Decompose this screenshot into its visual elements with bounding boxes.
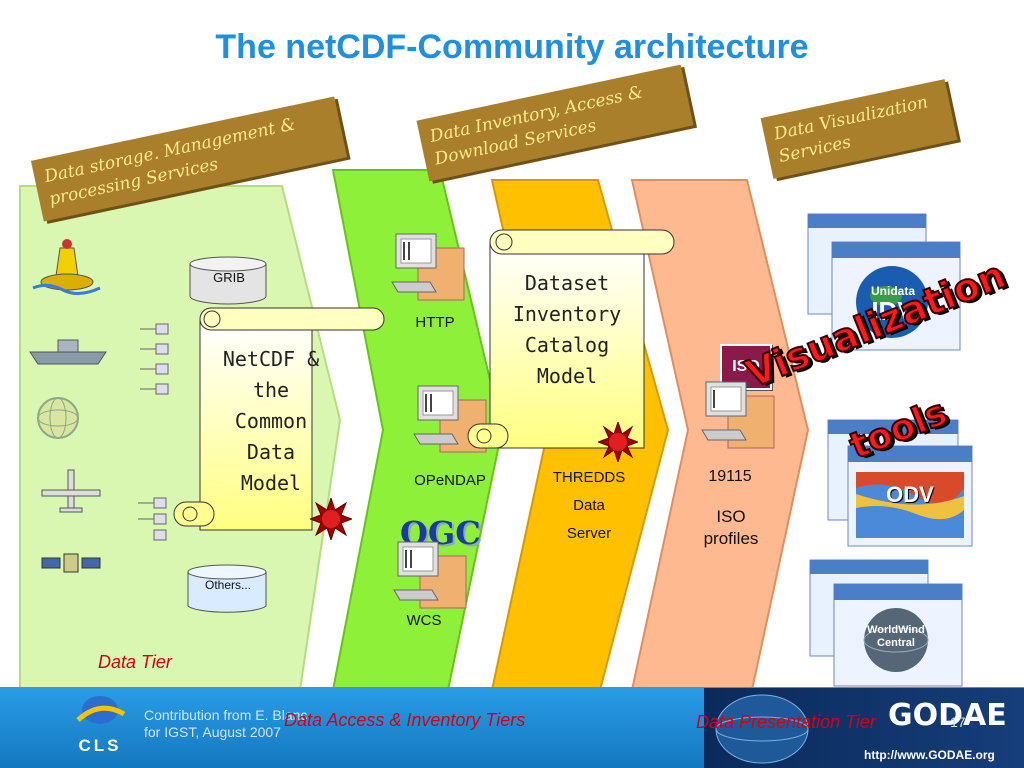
wcs-label: WCS	[406, 612, 442, 629]
http-label: HTTP	[415, 314, 455, 331]
contribution-text: Contribution from E. Blanc for IGST, Aug…	[144, 707, 307, 741]
netcdf-line-2: the	[252, 378, 290, 402]
http-computer-icon	[391, 233, 465, 301]
idv-app-window	[807, 213, 961, 351]
netcdf-scroll-text: NetCDF & the Common Data Model	[200, 344, 342, 499]
cls-logo-icon	[76, 696, 126, 724]
thredds-line-2: Data	[573, 497, 605, 514]
iso-profiles: ISO profiles	[686, 506, 776, 550]
godae-url: http://www.GODAE.org	[864, 748, 995, 762]
thredds-label: THREDDS Data Server	[530, 464, 648, 548]
starburst-icon	[310, 498, 352, 540]
dataset-line-1: Dataset	[524, 271, 610, 295]
iso-computer-icon	[701, 381, 775, 449]
netcdf-line-4: Data	[246, 440, 296, 464]
access-tier-label: Data Access & Inventory Tiers	[284, 710, 526, 730]
wcs-computer-icon	[393, 541, 467, 609]
ship-icon	[29, 339, 107, 365]
grib-cylinder-icon	[189, 256, 267, 305]
worldwind-app-window	[809, 559, 963, 687]
unidata-label: Unidata	[870, 284, 915, 298]
starburst-icon-2	[598, 422, 638, 462]
dataset-line-4: Model	[536, 364, 598, 388]
presentation-tier-label: Data Presentation Tier	[696, 712, 876, 732]
others-label: Others...	[204, 578, 251, 592]
worldwind-label: WorldWind Central	[846, 624, 946, 650]
idv-label: IDV	[871, 296, 915, 326]
server-network-icon	[138, 323, 169, 541]
slide-number: 17	[950, 714, 966, 730]
worldwind-line-1: WorldWind	[867, 624, 925, 636]
netcdf-line-1: NetCDF &	[222, 347, 320, 371]
worldwind-line-2: Central	[877, 637, 915, 649]
satellite-icon	[41, 553, 101, 573]
netcdf-line-3: Common	[234, 409, 308, 433]
plane-icon	[41, 469, 101, 513]
odv-app-window	[827, 419, 973, 547]
dataset-scroll-shape	[467, 229, 675, 449]
others-cylinder-icon	[187, 564, 267, 613]
opendap-computer-icon	[413, 385, 487, 453]
iso-profiles-line-2: profiles	[703, 529, 759, 548]
godae-logo-text: GODAE	[888, 698, 1007, 733]
data-sources-icons	[29, 239, 107, 573]
opendap-label: OPeNDAP	[414, 472, 486, 489]
globe-icon	[37, 397, 79, 439]
slide-title: The netCDF-Community architecture	[215, 28, 809, 66]
netcdf-line-5: Model	[240, 471, 302, 495]
odv-label: ODV	[886, 482, 934, 507]
iso-number: 19115	[708, 468, 752, 485]
dataset-scroll-text: Dataset Inventory Catalog Model	[494, 268, 640, 392]
godae-globe-icon	[715, 694, 809, 764]
cls-logo-text: CLS	[78, 736, 122, 755]
data-tier-label: Data Tier	[98, 652, 172, 672]
dataset-line-2: Inventory	[512, 302, 622, 326]
contribution-line-2: for IGST, August 2007	[144, 724, 281, 740]
thredds-line-1: THREDDS	[552, 469, 626, 486]
contribution-line-1: Contribution from E. Blanc	[144, 707, 308, 723]
netcdf-scroll-shape	[173, 307, 385, 531]
dataset-line-3: Catalog	[524, 333, 610, 357]
iso-profiles-line-1: ISO	[716, 507, 746, 526]
grib-label: GRIB	[213, 270, 245, 285]
thredds-line-3: Server	[566, 525, 612, 542]
buoy-icon	[32, 239, 101, 295]
